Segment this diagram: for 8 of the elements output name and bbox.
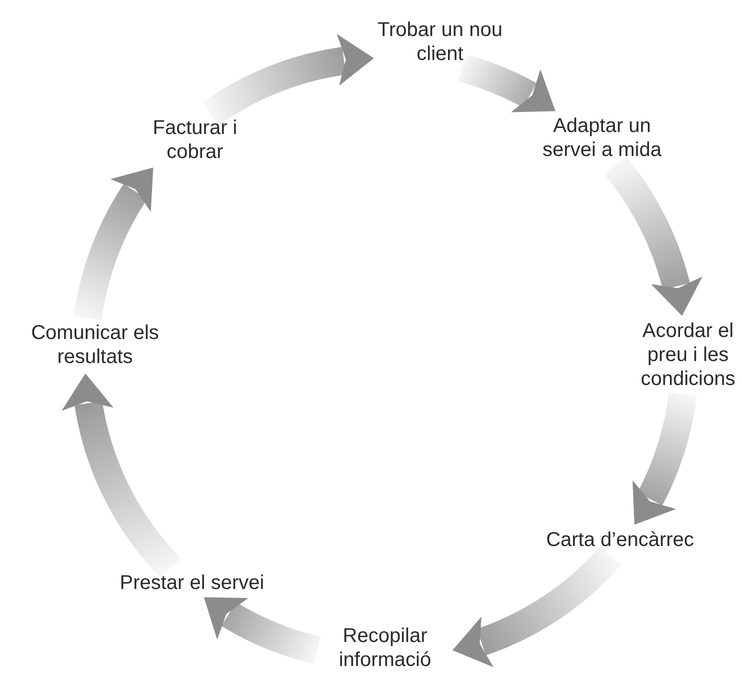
step-label: Adaptar un servei a mida <box>527 114 677 162</box>
step-label: Prestar el servei <box>120 571 264 595</box>
step-label: Trobar un nou client <box>376 18 504 66</box>
step-label: Acordar el preu i les condicions <box>633 319 742 391</box>
step-label: Carta d’encàrrec <box>546 528 694 552</box>
step-label: Facturar i cobrar <box>145 116 245 164</box>
step-label: Recopilar informació <box>320 624 450 672</box>
step-label: Comunicar els resultats <box>31 321 159 369</box>
